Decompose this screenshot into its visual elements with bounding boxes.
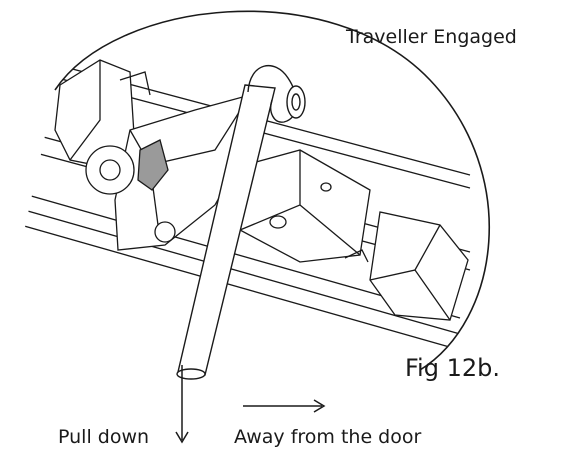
direction-arrows	[175, 365, 326, 444]
away-from-door-label: Away from the door	[234, 426, 422, 448]
pull-down-label: Pull down	[58, 426, 150, 448]
magnifier-outline	[54, 10, 491, 371]
lower-wheel	[154, 221, 176, 243]
carriage-mid	[239, 149, 371, 263]
pull-down-arrow	[175, 365, 189, 444]
traveller-clip	[137, 139, 169, 191]
mounting-hole	[320, 182, 332, 192]
rod-end-cap	[176, 368, 206, 380]
mounting-hole	[269, 215, 287, 229]
track-carriages	[54, 59, 469, 321]
diagram-title: Traveller Engaged	[346, 26, 517, 48]
traveller-mechanism	[85, 94, 261, 251]
carriage-right	[369, 211, 469, 321]
pull-rod	[176, 65, 306, 380]
traveller-wheel	[85, 145, 135, 195]
pivot-bolt	[286, 85, 306, 119]
away-arrow	[243, 399, 326, 413]
figure-label: Fig 12b.	[405, 354, 500, 382]
